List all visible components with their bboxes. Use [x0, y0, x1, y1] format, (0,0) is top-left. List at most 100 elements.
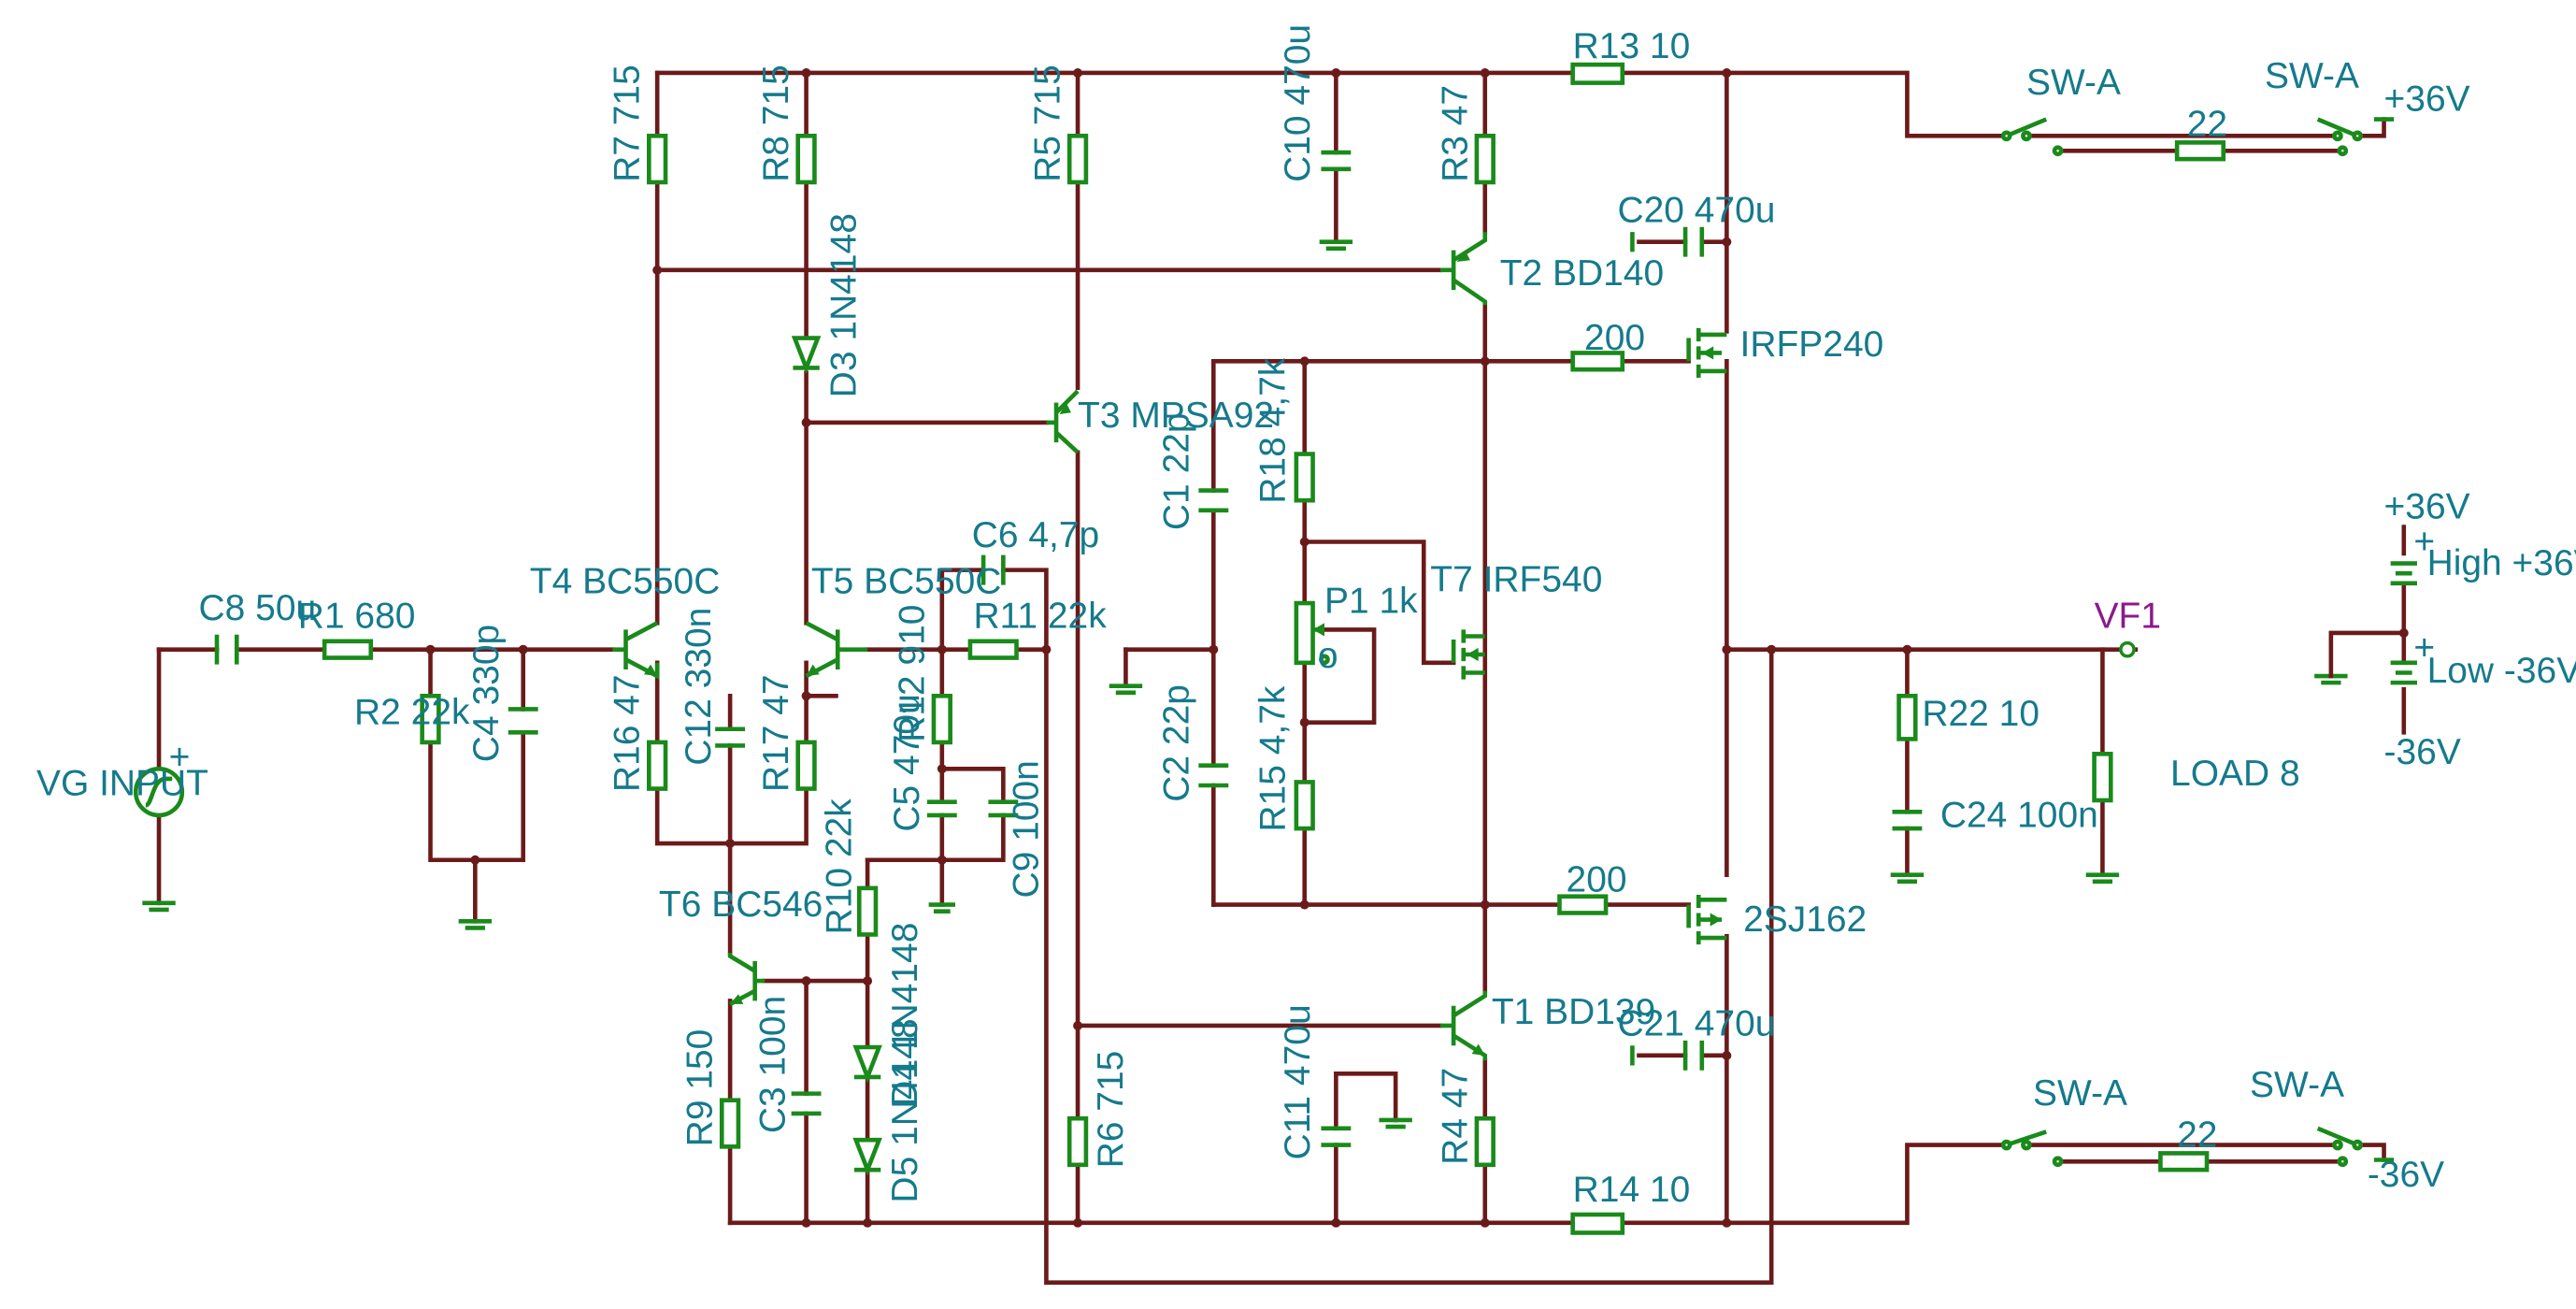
- label-c11: C11 470u: [1278, 1004, 1318, 1159]
- label-c9: C9 100n: [1007, 760, 1047, 898]
- label-t7: T7 IRF540: [1430, 560, 1602, 600]
- label-c3: C3 100n: [753, 996, 794, 1133]
- label-r9: R9 150: [680, 1029, 721, 1147]
- label-r17: R17 47: [756, 674, 796, 792]
- r200-top-symbol: [1570, 351, 1625, 372]
- label-load: LOAD 8: [2170, 754, 2300, 794]
- label-r1: R1 680: [298, 597, 416, 637]
- r10-symbol: [856, 885, 879, 937]
- label-sw-a-1: SW-A: [2026, 63, 2121, 103]
- label-r13: R13 10: [1573, 26, 1691, 66]
- label-plus-2: +: [2413, 627, 2435, 668]
- label-r3: R3 47: [1435, 85, 1475, 182]
- diode-symbols: [791, 336, 882, 1176]
- r17-symbol: [795, 740, 817, 791]
- label-r6: R6 715: [1091, 1051, 1131, 1169]
- rail-batteries: [2328, 525, 2417, 735]
- label-c8: C8 50u: [199, 588, 317, 628]
- r4-symbol: [1474, 1115, 1496, 1168]
- r7-symbol: [647, 134, 668, 185]
- transistor-symbols: [612, 232, 1488, 1061]
- label-t1: T1 BD139: [1492, 992, 1655, 1032]
- label-c1: C1 22p: [1157, 412, 1197, 530]
- r2-symbol: [420, 693, 441, 745]
- label-sw-a-3: SW-A: [2033, 1073, 2127, 1114]
- label-r12: R12 910: [892, 605, 932, 742]
- switch-resistor-bottom: [2158, 1151, 2210, 1172]
- label-r11: R11 22k: [973, 597, 1107, 637]
- switch-symbols: [2000, 117, 2395, 1168]
- label-plus-3: +: [169, 737, 191, 777]
- label-c24: C24 100n: [1940, 795, 2098, 835]
- label-r5: R5 715: [1028, 65, 1068, 182]
- r8-symbol: [795, 134, 817, 185]
- label-r4: R4 47: [1435, 1068, 1475, 1165]
- label-r15: R15 4,7k: [1252, 685, 1293, 832]
- r15-symbol: [1294, 780, 1315, 831]
- label-sj162: 2SJ162: [1743, 899, 1867, 940]
- label-c4: C4 330p: [466, 625, 507, 762]
- label-d4: D4 1N4148: [885, 923, 925, 1107]
- vf1-terminal: [2119, 640, 2136, 658]
- label-r10: R10 22k: [819, 798, 859, 935]
- label-t3: T3 MPSA92: [1078, 396, 1274, 436]
- label-pos36-top: +36V: [2384, 79, 2470, 120]
- label-r18: R18 4,7k: [1252, 357, 1293, 504]
- r6-symbol: [1066, 1115, 1089, 1168]
- label-vf1: VF1: [2095, 597, 2161, 637]
- mosfet-symbols: [1451, 327, 1727, 945]
- label-neg36-bottom: -36V: [2368, 1155, 2444, 1195]
- label-d5: D5 1N4148: [885, 1018, 925, 1202]
- label-r200-top: 200: [1584, 318, 1645, 358]
- junction-dots: [425, 68, 1912, 1228]
- label-c5: C5 470u: [887, 694, 927, 831]
- label-low-rail: Low -36V Rail: [2427, 651, 2576, 691]
- label-c2: C2 22p: [1157, 684, 1197, 802]
- r18-symbol: [1294, 452, 1315, 503]
- label-vg-input: VG INPUT: [36, 764, 208, 804]
- label-irfp240: IRFP240: [1740, 324, 1884, 365]
- label-high-rail: High +36V Rail: [2427, 543, 2576, 583]
- label-c6: C6 4,7p: [972, 515, 1099, 555]
- label-sw-a-4: SW-A: [2250, 1065, 2344, 1105]
- voltage-source: [133, 766, 185, 818]
- r5-symbol: [1066, 134, 1089, 185]
- label-r22-top: 22: [2187, 104, 2227, 144]
- label-r22-10: R22 10: [1922, 694, 2039, 734]
- label-r7: R7 715: [608, 65, 648, 182]
- r16-symbol: [647, 740, 668, 791]
- r200-bottom-symbol: [1557, 894, 1609, 915]
- label-r16: R16 47: [608, 674, 648, 792]
- label-c20: C20 470u: [1617, 190, 1775, 230]
- label-wiper-o: o: [1318, 636, 1338, 676]
- label-r200-bot: 200: [1567, 859, 1627, 899]
- label-c21: C21 470u: [1617, 1004, 1775, 1044]
- label-t6: T6 BC546: [659, 885, 823, 925]
- label-p1: P1 1k: [1324, 582, 1418, 622]
- label-neg36-rail: -36V: [2384, 732, 2461, 772]
- r11-symbol: [967, 639, 1019, 660]
- label-t5: T5 BC550C: [811, 561, 1002, 601]
- label-r2: R2 22k: [354, 692, 470, 732]
- label-pos36-rail: +36V: [2384, 487, 2470, 527]
- label-c12: C12 330n: [679, 608, 719, 766]
- component-labels: R13 10 SW-A SW-A +36V 22 C20 470u T2 BD1…: [36, 24, 2576, 1210]
- r1-symbol: [322, 639, 374, 660]
- r3-symbol: [1474, 134, 1496, 185]
- label-r22-bot: 22: [2177, 1115, 2217, 1155]
- label-t2: T2 BD140: [1500, 253, 1664, 294]
- label-c10: C10 470u: [1278, 24, 1318, 182]
- capacitor-symbols: [214, 150, 1923, 1147]
- label-d3: D3 1N4148: [824, 213, 865, 397]
- r9-symbol: [719, 1098, 741, 1149]
- r12-symbol: [931, 693, 952, 745]
- label-sw-a-2: SW-A: [2265, 56, 2359, 96]
- label-r14: R14 10: [1573, 1170, 1691, 1210]
- r14-symbol: [1570, 1212, 1625, 1235]
- p1-symbol: [1294, 600, 1315, 666]
- label-t4: T4 BC550C: [530, 561, 721, 601]
- ground-symbols: [142, 239, 2348, 1129]
- switch-resistor-top: [2174, 140, 2226, 162]
- load-symbol: [2092, 752, 2113, 803]
